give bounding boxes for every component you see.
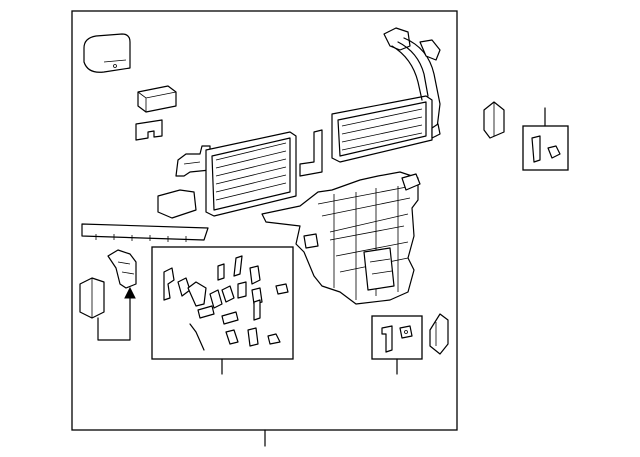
outer-cover-part <box>429 313 449 355</box>
hardware-kit-box <box>151 246 294 375</box>
main-assembly-frame <box>71 10 458 447</box>
side-duct-part <box>81 223 209 242</box>
sensor-kit-box <box>522 107 569 171</box>
seal-bracket-part <box>175 145 211 177</box>
actuator-part <box>107 249 137 289</box>
heater-core-part <box>331 95 433 163</box>
assembly-arrow <box>97 286 136 341</box>
clip-bracket-part <box>135 119 163 141</box>
heater-case-assembly <box>261 171 421 305</box>
foam-block-part <box>137 85 177 113</box>
sensor-part <box>483 101 505 139</box>
holder-clip-part <box>299 129 323 177</box>
bracket-kit-box <box>371 315 423 375</box>
duct-cover-part <box>83 33 131 73</box>
seal-pad-part <box>157 189 197 219</box>
evaporator-core-part <box>205 131 297 217</box>
heater-pipe-part <box>383 27 441 139</box>
filter-door-part <box>79 277 105 319</box>
